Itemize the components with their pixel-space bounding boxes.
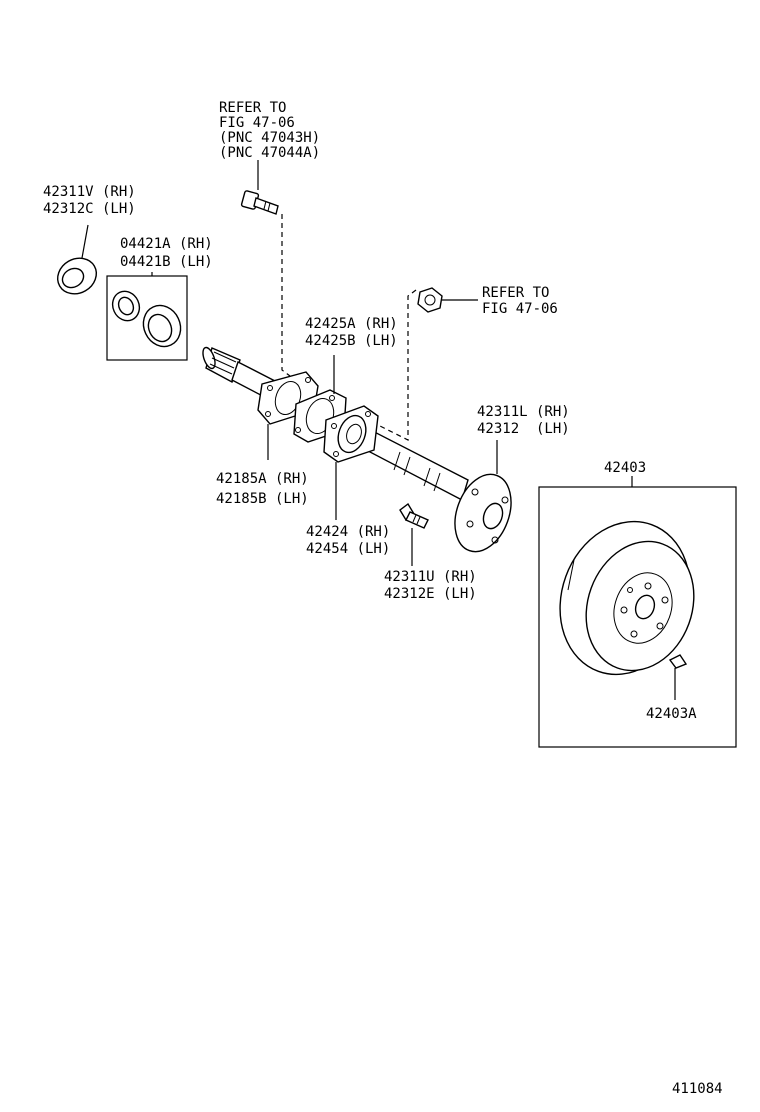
- oil-seal-rh-label: 42311V (RH): [43, 184, 136, 200]
- gasket-lh-label: 42425B (LH): [305, 333, 398, 349]
- refer-top-line-1: REFER TO: [219, 100, 286, 116]
- bearing-rh-label: 04421A (RH): [120, 236, 213, 252]
- refer-right-line-2: FIG 47-06: [482, 301, 558, 317]
- refer-top-line-4: (PNC 47044A): [219, 145, 320, 161]
- figure-number: 411084: [672, 1081, 723, 1097]
- oil-seal-lh-label: 42312C (LH): [43, 201, 136, 217]
- drum-plug-label: 42403A: [646, 706, 697, 722]
- refer-top-line-2: FIG 47-06: [219, 115, 295, 131]
- hub-bolt: [399, 502, 429, 566]
- hub-bolt-lh-label: 42312E (LH): [384, 586, 477, 602]
- retainer-nut: [379, 287, 478, 441]
- plate-rh-label: 42185A (RH): [216, 471, 309, 487]
- bearing-retainer: [323, 405, 379, 520]
- axle-shaft-lh-label: 42312 (LH): [477, 421, 570, 437]
- oil-seal: [57, 224, 97, 295]
- hub-bolt-rh-label: 42311U (RH): [384, 569, 477, 585]
- upper-bolt: [240, 160, 291, 377]
- gasket-rh-label: 42425A (RH): [305, 316, 398, 332]
- bearing-lh-label: 04421B (LH): [120, 254, 213, 270]
- retainer-rh-label: 42424 (RH): [306, 524, 390, 540]
- brake-drum: [538, 476, 737, 748]
- plate-lh-label: 42185B (LH): [216, 491, 309, 507]
- brake-drum-label: 42403: [604, 460, 646, 476]
- axle-shaft-rh-label: 42311L (RH): [477, 404, 570, 420]
- retainer-lh-label: 42454 (LH): [306, 541, 390, 557]
- refer-top-line-3: (PNC 47043H): [219, 130, 320, 146]
- refer-right-line-1: REFER TO: [482, 285, 549, 301]
- bearing-kit: [106, 272, 188, 361]
